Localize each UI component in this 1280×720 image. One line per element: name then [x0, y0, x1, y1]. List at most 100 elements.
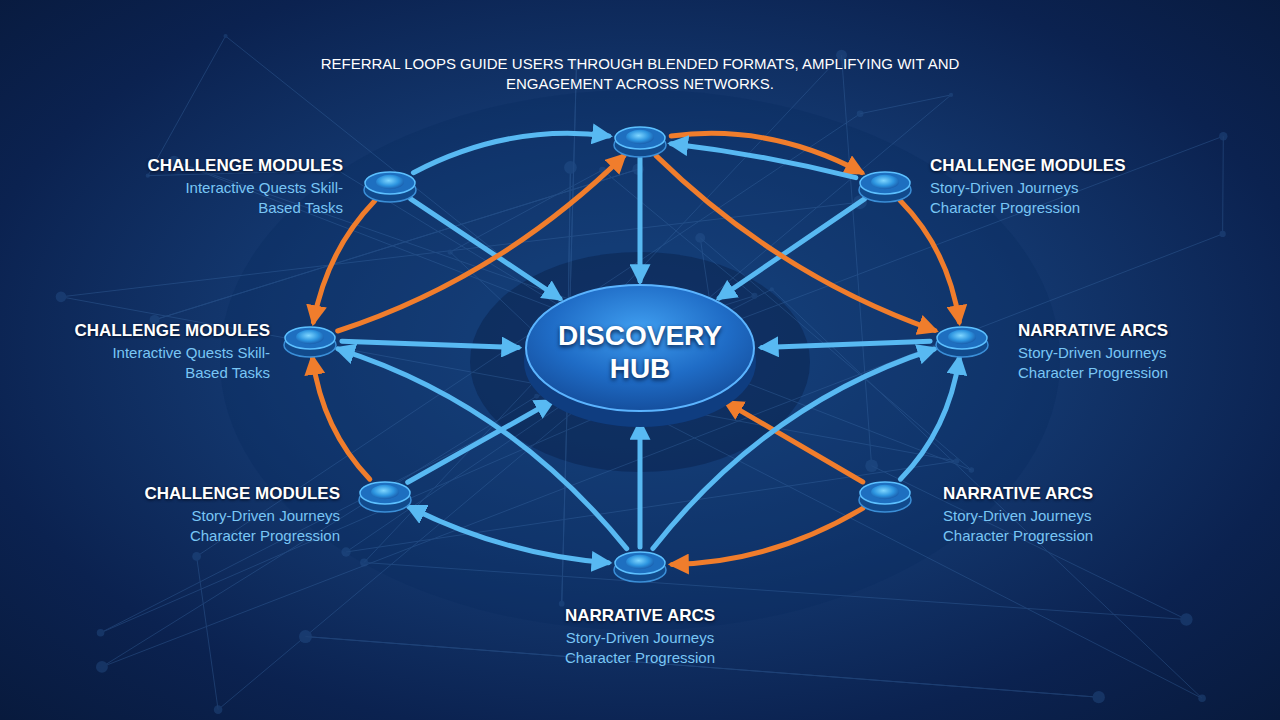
disc-shape: [612, 120, 668, 160]
flow-arrow: [671, 133, 862, 172]
network-line: [872, 466, 1187, 620]
network-line: [101, 289, 772, 633]
disc-top: [860, 482, 910, 504]
module-body: Story-Driven Journeys Character Progress…: [556, 628, 724, 668]
network-dot: [559, 601, 565, 607]
disc-top: [615, 127, 665, 149]
disc-shape: [357, 475, 413, 515]
network-dot: [224, 34, 228, 38]
flow-arrow: [671, 144, 856, 178]
caption-text: REFERRAL LOOPS GUIDE USERS THROUGH BLEND…: [320, 54, 960, 94]
network-line: [364, 55, 841, 562]
network-line: [860, 95, 951, 114]
flow-arrow: [900, 201, 959, 322]
disc-core: [871, 175, 899, 189]
node-label: NARRATIVE ARCSStory-Driven Journeys Char…: [520, 605, 760, 668]
network-line: [346, 461, 957, 552]
network-dot: [1219, 231, 1225, 237]
flow-arrow: [409, 507, 608, 563]
network-dot: [56, 292, 67, 303]
flow-arrow: [762, 341, 930, 347]
module-heading: NARRATIVE ARCS: [520, 605, 760, 626]
network-line: [537, 136, 1224, 396]
disc-shape: [362, 165, 418, 205]
disc-shape: [857, 475, 913, 515]
node-disc: CHALLENGE MODULESStory-Driven Journeys C…: [857, 165, 913, 205]
node-disc: NARRATIVE ARCSStory-Driven Journeys Char…: [612, 545, 668, 585]
flow-arrow: [413, 133, 608, 172]
disc-core: [371, 485, 399, 499]
network-dot: [1093, 691, 1105, 703]
node-disc: NARRATIVE ARCSStory-Driven Journeys Char…: [857, 475, 913, 515]
disc-core: [948, 330, 976, 344]
disc-top: [860, 172, 910, 194]
disc-top: [615, 552, 665, 574]
network-dot: [770, 287, 774, 291]
network-dot: [954, 458, 959, 463]
module-body: Interactive Quests Skill-Based Tasks: [175, 178, 343, 218]
disc-top: [937, 327, 987, 349]
disc-core: [296, 330, 324, 344]
disc-shape: [934, 320, 990, 360]
disc-shape: [857, 165, 913, 205]
node-label: CHALLENGE MODULESInteractive Quests Skil…: [30, 320, 270, 383]
disc-core: [376, 175, 404, 189]
flow-arrow: [719, 199, 864, 298]
node-disc: REFERRAL LOOPS GUIDE USERS THROUGH BLEND…: [612, 120, 668, 160]
network-line: [364, 563, 1186, 620]
disc-shape: [612, 545, 668, 585]
module-heading: NARRATIVE ARCS: [943, 483, 1183, 504]
module-body: Story-Driven Journeys Character Progress…: [943, 506, 1111, 546]
network-line: [197, 556, 218, 709]
network-dot: [534, 394, 539, 399]
module-heading: CHALLENGE MODULES: [30, 320, 270, 341]
flow-arrow: [411, 199, 560, 299]
node-disc: CHALLENGE MODULESInteractive Quests Skil…: [362, 165, 418, 205]
module-body: Story-Driven Journeys Character Progress…: [1018, 343, 1186, 383]
node-disc: NARRATIVE ARCSStory-Driven Journeys Char…: [934, 320, 990, 360]
network-dot: [192, 552, 201, 561]
network-dot: [1180, 613, 1192, 625]
node-label: NARRATIVE ARCSStory-Driven Journeys Char…: [1018, 320, 1258, 383]
module-body: Story-Driven Journeys Character Progress…: [930, 178, 1098, 218]
network-dot: [564, 161, 577, 174]
disc-shape: [282, 320, 338, 360]
flow-arrow: [342, 341, 518, 347]
network-dot: [97, 629, 105, 637]
hub-title: DISCOVERY HUB: [550, 319, 730, 385]
disc-top: [360, 482, 410, 504]
hub-shape: [522, 277, 758, 427]
node-label: NARRATIVE ARCSStory-Driven Journeys Char…: [943, 483, 1183, 546]
flow-arrow: [638, 423, 643, 547]
network-line: [603, 170, 755, 296]
flow-arrow: [313, 358, 370, 479]
hub-label: DISCOVERY HUB: [522, 277, 758, 427]
module-heading: CHALLENGE MODULES: [100, 483, 340, 504]
network-line: [155, 169, 639, 320]
flow-arrow: [900, 358, 959, 479]
network-line: [772, 289, 1202, 698]
hub-disc: DISCOVERY HUB: [522, 277, 758, 427]
network-line: [842, 55, 872, 466]
module-body: Story-Driven Journeys Character Progress…: [172, 506, 340, 546]
node-label: CHALLENGE MODULESStory-Driven Journeys C…: [100, 483, 340, 546]
network-line: [101, 404, 628, 633]
network-line: [338, 170, 577, 316]
node-label: CHALLENGE MODULESStory-Driven Journeys C…: [930, 155, 1170, 218]
disc-top: [285, 327, 335, 349]
network-line: [148, 36, 226, 176]
disc-core: [626, 130, 654, 144]
module-body: Interactive Quests Skill-Based Tasks: [102, 343, 270, 383]
node-label: REFERRAL LOOPS GUIDE USERS THROUGH BLEND…: [320, 54, 960, 94]
node-label: CHALLENGE MODULESInteractive Quests Skil…: [103, 155, 343, 218]
network-dot: [96, 661, 108, 673]
flow-arrow: [313, 201, 374, 322]
flow-arrow: [672, 508, 863, 564]
network-dot: [949, 93, 953, 97]
flow-arrow: [638, 158, 643, 281]
hub-top: [526, 285, 754, 411]
network-line: [102, 234, 1223, 667]
module-heading: CHALLENGE MODULES: [103, 155, 343, 176]
module-heading: CHALLENGE MODULES: [930, 155, 1170, 176]
